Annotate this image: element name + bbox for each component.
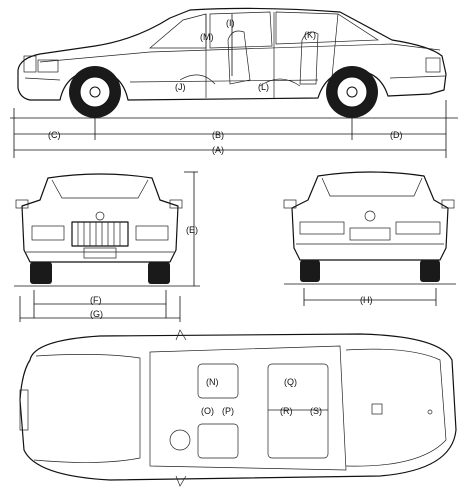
front-grille xyxy=(71,221,129,247)
side-dimensions: (C) (B) (D) (A) xyxy=(13,100,447,158)
rear-body-outline xyxy=(291,171,449,261)
side-label-k: (K) xyxy=(304,30,316,40)
top-label-p: (P) xyxy=(222,406,234,416)
rear-left-taillight xyxy=(299,221,345,235)
dim-label-h: (H) xyxy=(360,295,373,305)
top-label-q: (Q) xyxy=(284,377,297,387)
rear-right-taillight xyxy=(395,221,441,235)
side-front-window xyxy=(209,11,273,49)
side-view: (M) (I) (K) (J) (L) (C) (B) (D) (A) xyxy=(10,7,458,158)
side-windshield xyxy=(149,13,207,49)
front-left-headlight xyxy=(31,225,65,241)
top-view: (N) (O) (P) (Q) (R) (S) xyxy=(19,329,457,487)
dim-label-b: (B) xyxy=(212,130,224,140)
top-front-seat-left xyxy=(197,363,239,399)
dim-label-c: (C) xyxy=(48,130,61,140)
dim-label-d: (D) xyxy=(390,130,403,140)
side-label-j: (J) xyxy=(175,82,186,92)
side-label-l: (L) xyxy=(258,82,269,92)
rear-view: (H) xyxy=(283,171,456,306)
top-body-outline xyxy=(19,333,457,481)
top-label-r: (R) xyxy=(280,406,293,416)
dim-label-a: (A) xyxy=(212,145,224,155)
side-rear-window xyxy=(275,11,380,45)
dim-label-e: (E) xyxy=(186,225,198,235)
top-label-s: (S) xyxy=(310,406,322,416)
front-right-headlight xyxy=(135,225,169,241)
front-body-outline xyxy=(21,173,179,263)
dim-label-f: (F) xyxy=(90,295,102,305)
top-label-o: (O) xyxy=(201,406,214,416)
top-label-n: (N) xyxy=(206,377,219,387)
side-label-i: (I) xyxy=(226,18,235,28)
top-rear-bench xyxy=(267,363,329,459)
front-view: (E) (F) (G) xyxy=(14,171,200,322)
dim-label-g: (G) xyxy=(90,309,103,319)
top-front-seat-right xyxy=(197,423,239,459)
top-cabin xyxy=(149,345,347,471)
rear-plate xyxy=(349,227,391,241)
side-label-m: (M) xyxy=(200,32,214,42)
